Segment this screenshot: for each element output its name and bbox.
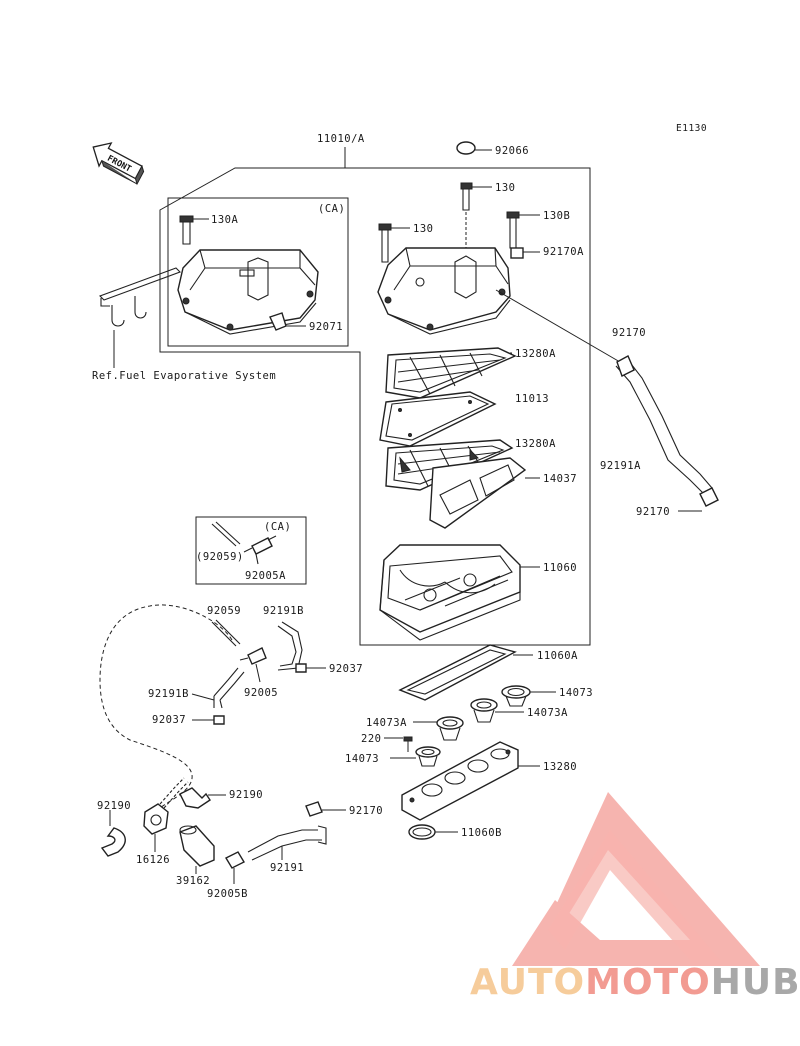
label-13280a-2: 13280A — [515, 438, 556, 450]
label-92005a: 92005A — [245, 570, 286, 582]
label-220: 220 — [361, 733, 381, 745]
air-cleaner-cover — [377, 141, 621, 363]
label-92059-paren: (92059) — [196, 551, 244, 563]
filter-holder-lower — [385, 439, 514, 491]
label-92066: 92066 — [495, 145, 529, 157]
label-92005: 92005 — [244, 687, 278, 699]
diagram-code: E1130 — [676, 123, 707, 134]
label-11060a: 11060A — [537, 650, 578, 662]
hose-92191a — [615, 355, 719, 512]
label-13280: 13280 — [543, 761, 577, 773]
air-cleaner-case — [379, 544, 540, 641]
label-92191a: 92191A — [600, 460, 641, 472]
label-92191b-1: 92191B — [263, 605, 304, 617]
watermark-logo: AUTOMOTOHUB — [470, 792, 800, 1003]
label-16126: 16126 — [136, 854, 170, 866]
label-92170-b: 92170 — [636, 506, 670, 518]
label-130-top: 130 — [495, 182, 515, 194]
label-11060b: 11060B — [461, 827, 502, 839]
hose-routing — [99, 604, 346, 884]
label-39162: 39162 — [176, 875, 210, 887]
screw-220 — [384, 736, 413, 752]
part-labels: 11010/A 92066 130 (CA) 130A 130 130B 921… — [92, 133, 670, 900]
front-arrow-icon: FRONT — [92, 142, 145, 186]
label-14073-2: 14073 — [345, 753, 379, 765]
ca-small-parts — [211, 521, 277, 565]
label-11013: 11013 — [515, 393, 549, 405]
label-92170-a: 92170 — [612, 327, 646, 339]
funnel-14073a-left — [413, 716, 464, 741]
label-92191b-2: 92191B — [148, 688, 189, 700]
label-130-mid: 130 — [413, 223, 433, 235]
filter-element — [379, 391, 497, 447]
label-ca-top: (CA) — [318, 203, 345, 215]
filter-holder-upper — [385, 347, 517, 399]
label-130b: 130B — [543, 210, 570, 222]
label-11010a: 11010/A — [317, 133, 365, 145]
holder-13280 — [401, 741, 540, 821]
ref-note: Ref.Fuel Evaporative System — [92, 370, 276, 382]
air-cleaner-cover-ca — [99, 215, 319, 335]
label-92190-right: 92190 — [229, 789, 263, 801]
label-92059: 92059 — [207, 605, 241, 617]
label-130a: 130A — [211, 214, 238, 226]
funnel-14073a-right — [470, 698, 524, 723]
label-14037: 14037 — [543, 473, 577, 485]
watermark-auto: AUTO — [470, 962, 585, 1003]
watermark-hub: HUB — [711, 962, 800, 1003]
label-92037-2: 92037 — [152, 714, 186, 726]
svg-text:AUTOMOTOHUB: AUTOMOTOHUB — [470, 962, 800, 1003]
label-92170a: 92170A — [543, 246, 584, 258]
label-92071: 92071 — [309, 321, 343, 333]
gasket-11060a — [398, 644, 533, 701]
label-92005b: 92005B — [207, 888, 248, 900]
frame-lines — [159, 147, 591, 646]
label-92191: 92191 — [270, 862, 304, 874]
label-92170-c: 92170 — [349, 805, 383, 817]
watermark-moto: MOTO — [585, 962, 711, 1003]
label-14073a-1: 14073A — [366, 717, 407, 729]
label-13280a-1: 13280A — [515, 348, 556, 360]
label-92190-left: 92190 — [97, 800, 131, 812]
funnel-14073-lower — [390, 746, 441, 767]
watermark-triangle-inner-icon — [548, 830, 720, 960]
o-ring-11060b — [408, 824, 458, 840]
element-seal-14037 — [429, 457, 540, 529]
label-14073-1: 14073 — [559, 687, 593, 699]
label-92037-1: 92037 — [329, 663, 363, 675]
label-14073a-2: 14073A — [527, 707, 568, 719]
label-11060: 11060 — [543, 562, 577, 574]
label-ca-small: (CA) — [264, 521, 291, 533]
funnel-14073-upper — [501, 685, 556, 707]
